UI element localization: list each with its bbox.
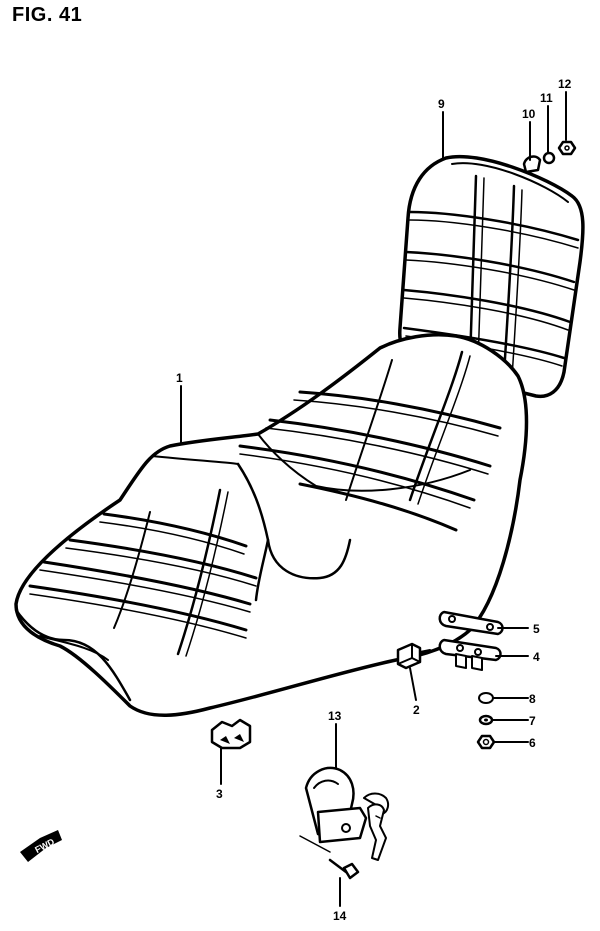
rubber-part-3 <box>210 718 252 750</box>
callout-1: 1 <box>176 371 183 385</box>
callout-8: 8 <box>529 692 536 706</box>
callout-9: 9 <box>438 97 445 111</box>
washer-part-7 <box>478 714 494 726</box>
callout-5: 5 <box>533 622 540 636</box>
bracket-part-4 <box>438 638 502 671</box>
screw-part-14 <box>328 858 360 880</box>
clip-part-10 <box>522 155 542 174</box>
seat-part-1 <box>14 332 529 717</box>
callout-7: 7 <box>529 714 536 728</box>
callout-12: 12 <box>558 77 572 91</box>
callout-13: 13 <box>328 709 342 723</box>
figure-title: FIG. 41 <box>12 4 83 26</box>
washer-part-11 <box>542 151 556 165</box>
stay-plate-part-5 <box>438 610 504 636</box>
nut-part-12 <box>557 140 577 156</box>
nut-part-6 <box>476 734 496 750</box>
callout-6: 6 <box>529 736 536 750</box>
callout-11: 11 <box>540 91 553 105</box>
callout-4: 4 <box>533 650 540 664</box>
seat-lock-part-13 <box>299 766 390 861</box>
fwd-arrow-icon: FWD <box>20 830 62 862</box>
leader-lines <box>180 91 567 907</box>
latch-part-2 <box>396 642 431 670</box>
callout-3: 3 <box>216 787 223 801</box>
washer-part-8 <box>478 692 494 704</box>
callout-numbers: 1 2 3 4 5 6 7 8 9 10 11 12 13 14 <box>176 77 572 923</box>
callout-10: 10 <box>522 107 536 121</box>
callout-2: 2 <box>413 703 420 717</box>
callout-14: 14 <box>333 909 347 923</box>
